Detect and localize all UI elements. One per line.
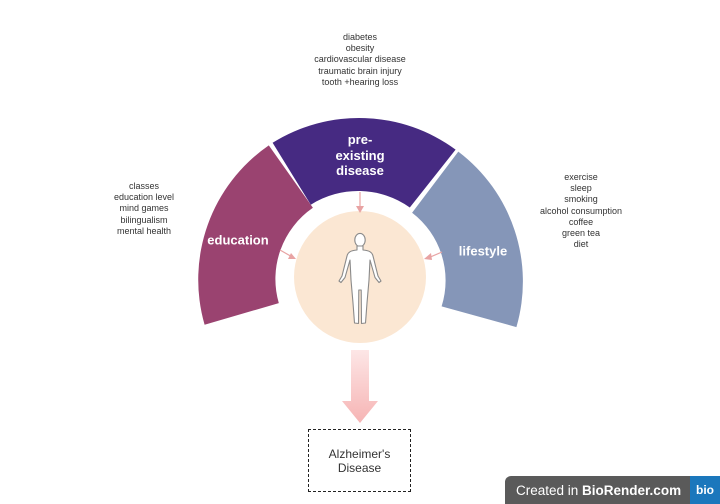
education-label: education — [207, 232, 269, 248]
outcome-line: Alzheimer's — [328, 446, 391, 461]
factor-item: obesity — [345, 43, 375, 54]
factor-item: classes — [128, 181, 160, 191]
arrow-from-preexisting — [356, 192, 364, 213]
preexisting-label-line: pre- — [347, 131, 373, 147]
factor-item: smoking — [564, 194, 598, 205]
factor-item: cardiovascular disease — [314, 54, 406, 65]
human-body-icon — [338, 232, 382, 325]
outcome-arrow — [342, 350, 378, 423]
factor-item: tooth +hearing loss — [321, 76, 399, 87]
factor-item: diabetes — [342, 32, 378, 42]
brand-name: BioRender.com — [582, 482, 682, 498]
biorender-badge[interactable]: Created in BioRender.com bio — [505, 476, 720, 504]
brand-text: Created in BioRender.com — [505, 483, 690, 498]
preexisting-label-line: disease — [336, 162, 384, 178]
factor-item: coffee — [568, 216, 594, 227]
preexisting-label-line: existing — [335, 147, 385, 163]
education-segment — [198, 145, 313, 325]
factor-item: sleep — [570, 183, 592, 194]
preexisting-disease-segment — [272, 117, 456, 208]
preexisting-disease-label: pre- existing disease — [335, 132, 384, 179]
factor-item: bilingualism — [120, 214, 168, 225]
lifestyle-segment — [412, 151, 523, 328]
factor-item: green tea — [561, 228, 601, 239]
biorender-logo-icon: bio — [690, 476, 720, 504]
arrow-from-education — [279, 249, 296, 259]
factor-item: traumatic brain injury — [318, 65, 402, 76]
brand-prefix: Created in — [516, 482, 583, 498]
factor-item: education level — [113, 192, 175, 203]
outcome-line: Disease — [337, 460, 382, 475]
factor-item: mind games — [119, 203, 169, 214]
factor-item: mental health — [116, 225, 172, 236]
factor-item: exercise — [564, 172, 598, 182]
factor-item: alcohol consumption — [539, 205, 623, 216]
factor-item: diet — [573, 239, 589, 250]
alzheimers-disease-box: Alzheimer's Disease — [308, 429, 411, 492]
lifestyle-label: lifestyle — [458, 243, 508, 259]
arrow-from-lifestyle — [424, 251, 443, 260]
